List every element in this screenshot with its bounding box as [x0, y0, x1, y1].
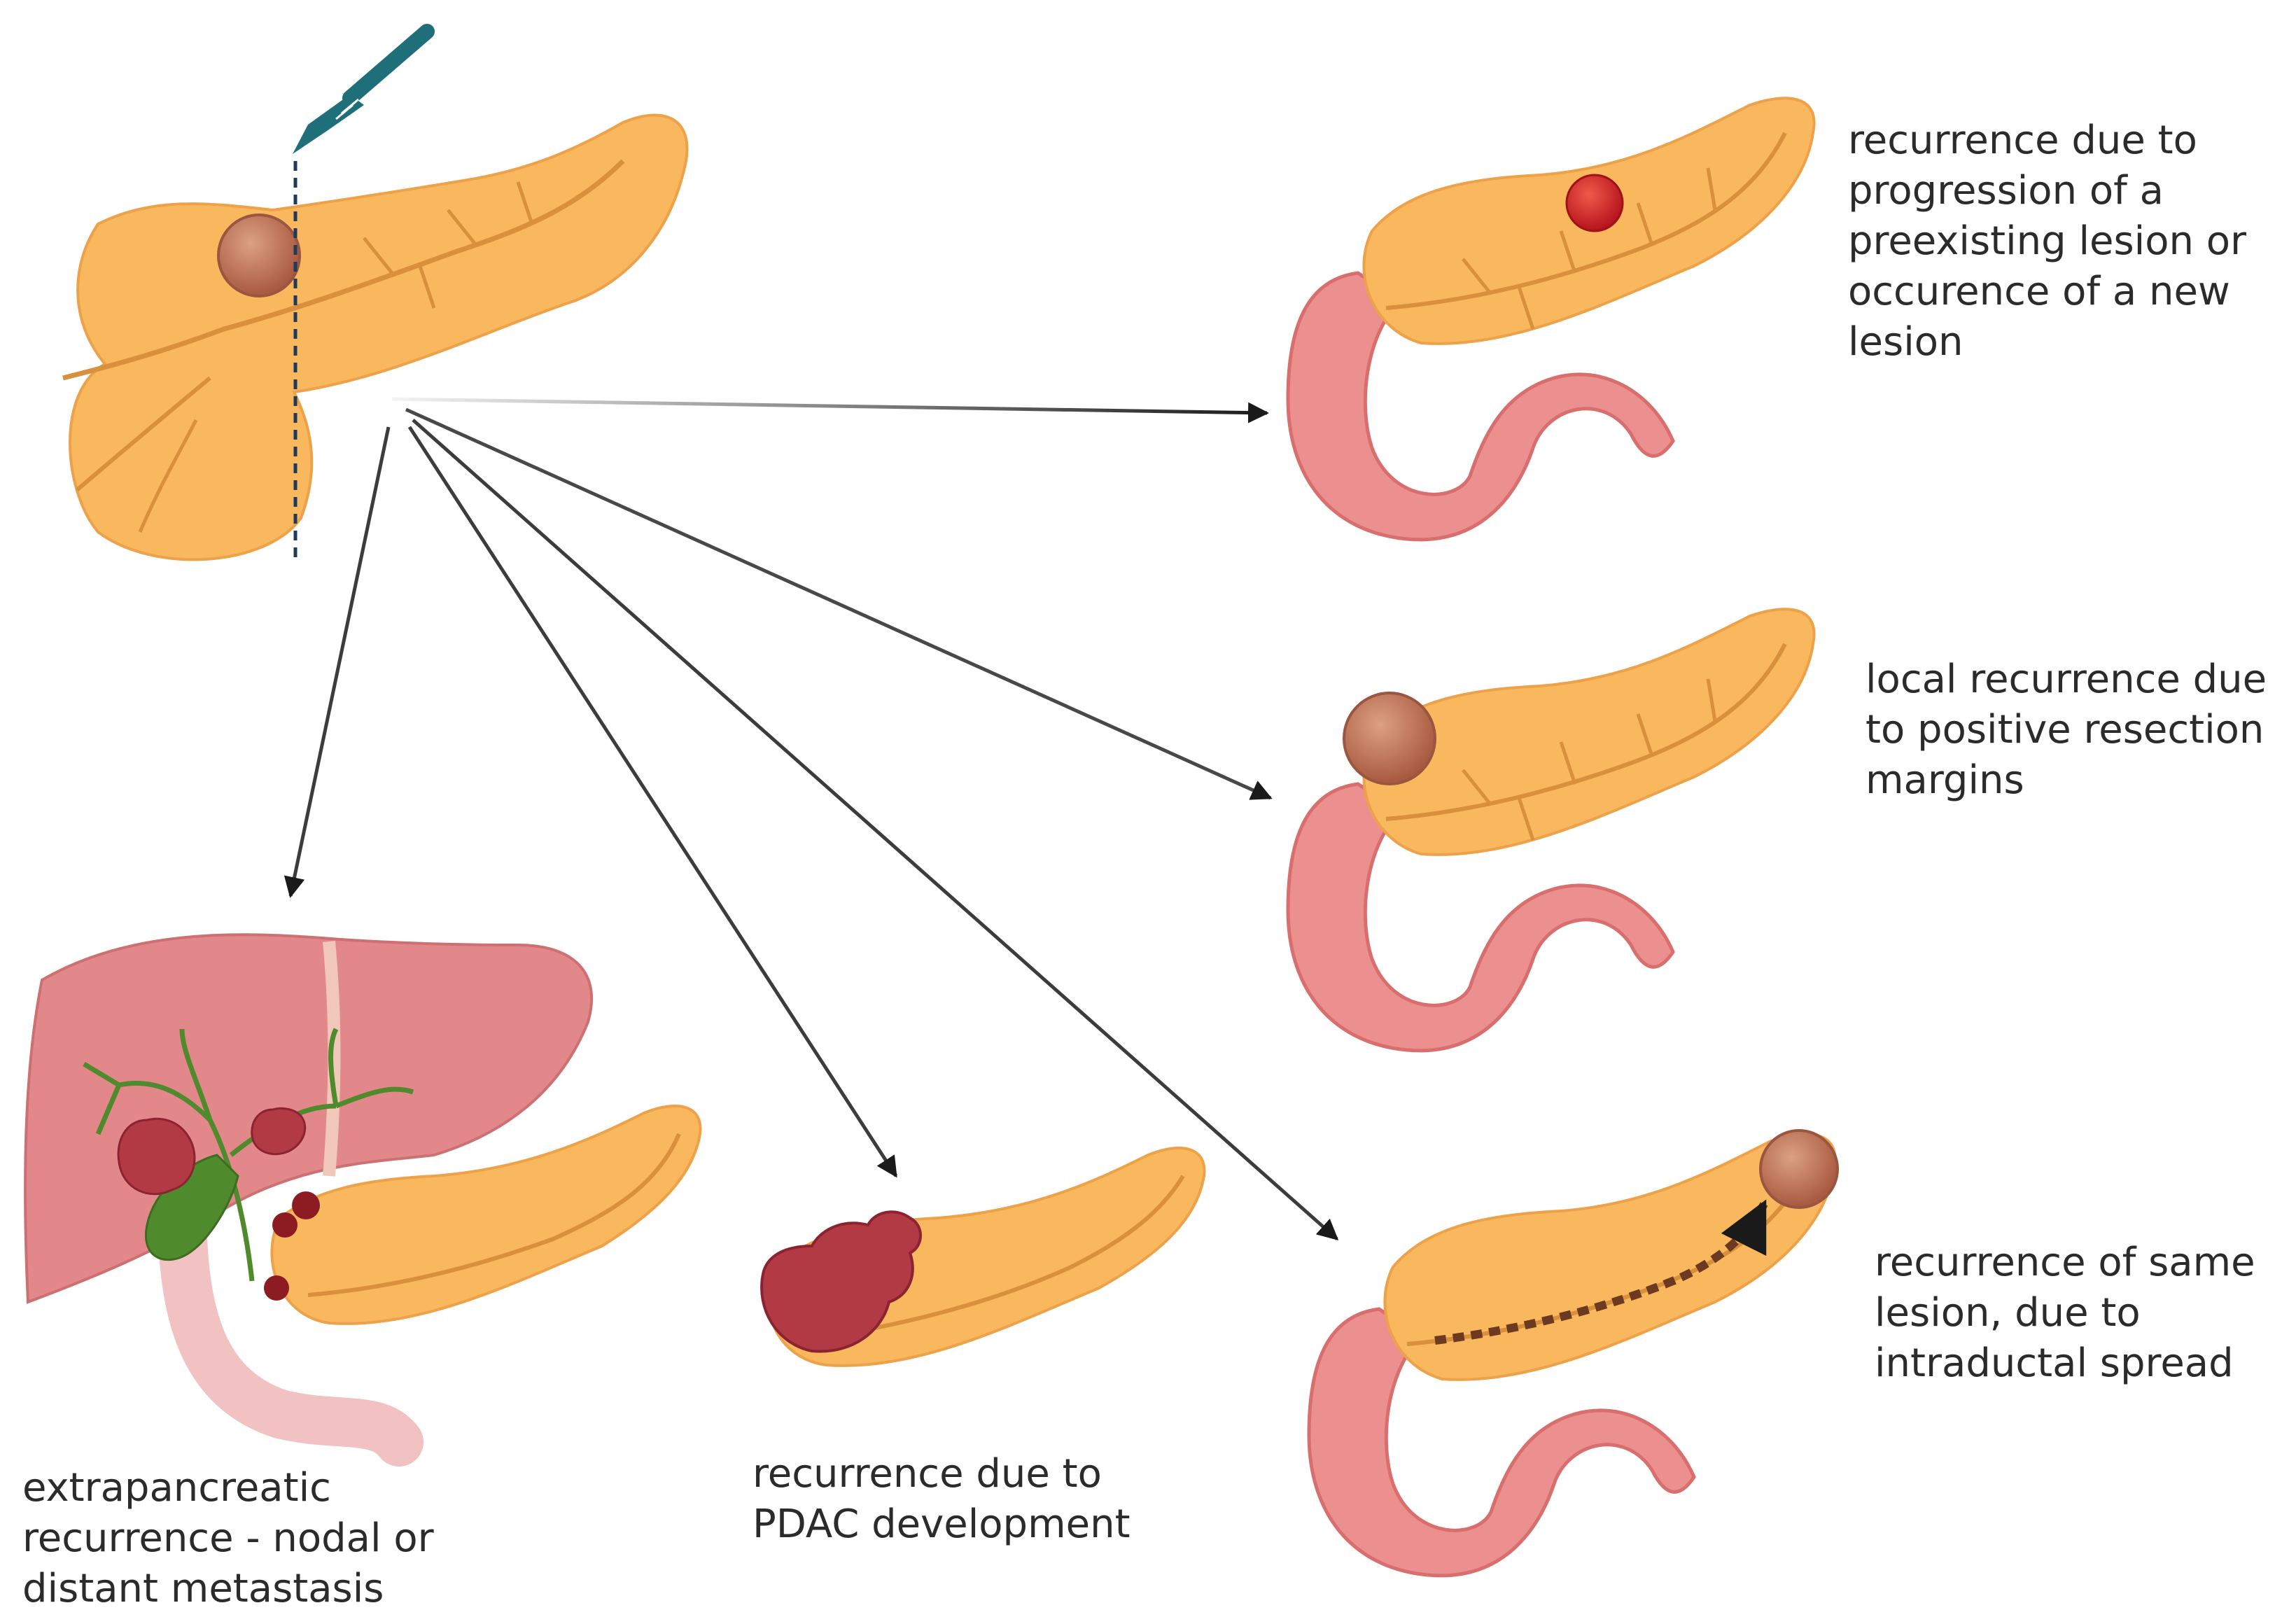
source-pancreas-body: [69, 113, 689, 561]
remnant-pdac: [760, 1147, 1206, 1367]
remnant-duct-branch: [1462, 167, 1717, 330]
intestine-loop: [1286, 271, 1675, 542]
liver-metastasis: [24, 933, 702, 1466]
label-extrapancreatic: extrapancreatic recurrence - nodal or di…: [22, 1465, 434, 1611]
liver-ligament: [323, 941, 341, 1177]
new-red-lesion: [1565, 174, 1624, 232]
remnant-duct: [825, 1175, 1185, 1339]
intestine-segment: [158, 1180, 424, 1466]
source-duct-branch: [447, 209, 477, 246]
pdac-mass: [760, 1210, 922, 1353]
label-pdac-development: recurrence due to PDAC development: [752, 1451, 1130, 1547]
intestine-loop: [1307, 1307, 1696, 1578]
arrow-to-margins: [405, 407, 1273, 800]
label-positive-margins: local recurrence due to positive resecti…: [1865, 657, 2267, 803]
remnant-duct: [1385, 132, 1787, 310]
remnant-intraductal: [1307, 1129, 1839, 1578]
intestine-loop: [1286, 782, 1675, 1053]
source-duct-branch: [76, 376, 211, 492]
remnant-margins: [1286, 608, 1816, 1053]
source-duct-branch: [516, 181, 534, 225]
source-pancreas: [62, 24, 689, 564]
remnant-pancreas-body: [270, 1105, 702, 1325]
liver-metastasis-lesion: [251, 1107, 307, 1156]
remnant-duct: [307, 1133, 681, 1297]
source-duct-branch: [138, 419, 198, 533]
nodal-metastasis: [264, 1275, 289, 1301]
remnant-duct-branch: [1462, 678, 1717, 841]
scalpel-icon: [293, 24, 435, 154]
arrows: [284, 397, 1339, 1240]
source-tumor: [217, 214, 301, 298]
nodal-metastasis: [272, 1212, 298, 1238]
arrow-to-pdac: [407, 426, 898, 1178]
arrow-to-extrapancreatic: [284, 426, 391, 898]
remnant-new-lesion: [1286, 97, 1816, 542]
arrow-to-intraductal: [412, 419, 1339, 1240]
label-new-lesion: recurrence due to progression of a preex…: [1848, 118, 2247, 365]
source-duct-branch: [363, 237, 393, 274]
intraductal-spread: [1434, 1199, 1768, 1345]
liver-metastasis-lesion: [117, 1117, 196, 1196]
nodal-metastasis: [292, 1191, 320, 1219]
remnant-pancreas-body: [1362, 608, 1816, 856]
source-pancreatic-duct: [62, 159, 625, 381]
arrow-to-new-lesion: [391, 397, 1269, 424]
source-duct-branch: [418, 265, 436, 309]
label-intraductal-spread: recurrence of same lesion, due to intrad…: [1875, 1240, 2255, 1386]
remnant-duct: [1385, 643, 1787, 821]
intraductal-tumor: [1759, 1129, 1839, 1209]
margin-tumor: [1343, 692, 1436, 785]
